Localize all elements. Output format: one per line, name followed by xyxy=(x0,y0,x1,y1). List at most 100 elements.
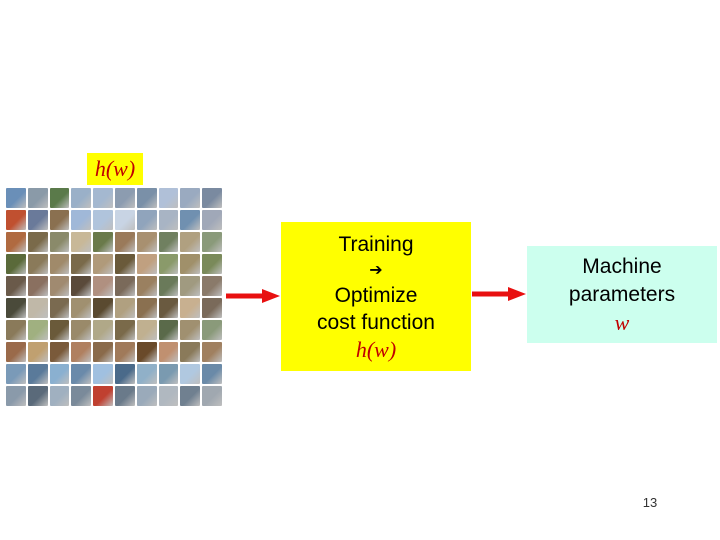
dataset-thumbnail xyxy=(49,188,70,208)
dataset-thumbnail xyxy=(49,298,70,318)
dataset-thumbnail xyxy=(114,276,135,296)
optimize-label: Optimize xyxy=(334,283,418,307)
dataset-thumbnail xyxy=(93,386,113,406)
dataset-thumbnail xyxy=(27,254,48,274)
dataset-thumbnail xyxy=(49,386,70,406)
dataset-thumbnail xyxy=(158,276,179,296)
dataset-thumbnail xyxy=(202,210,222,230)
page-number: 13 xyxy=(642,495,658,510)
dataset-thumbnail xyxy=(114,254,135,274)
dataset-thumbnail xyxy=(6,254,26,274)
dataset-thumbnail xyxy=(136,342,157,362)
dataset-thumbnail xyxy=(180,232,201,252)
dataset-thumbnail xyxy=(49,210,70,230)
dataset-thumbnail xyxy=(27,210,48,230)
dataset-thumbnail xyxy=(93,210,113,230)
dataset-thumbnail xyxy=(27,276,48,296)
dataset-thumbnail xyxy=(27,320,48,340)
dataset-thumbnail xyxy=(114,188,135,208)
dataset-thumbnail xyxy=(202,320,222,340)
dataset-thumbnail xyxy=(93,188,113,208)
dataset-thumbnail xyxy=(49,232,70,252)
dataset-thumbnail xyxy=(6,364,26,384)
dataset-thumbnail xyxy=(136,386,157,406)
dataset-thumbnail xyxy=(158,364,179,384)
input-cost-label: h(w) xyxy=(87,153,143,185)
dataset-thumbnail xyxy=(202,364,222,384)
training-dataset-image-grid xyxy=(6,188,222,406)
dataset-thumbnail xyxy=(71,210,92,230)
cost-function-symbol: h(w) xyxy=(355,336,397,362)
dataset-thumbnail xyxy=(180,298,201,318)
dataset-thumbnail xyxy=(27,342,48,362)
dataset-thumbnail xyxy=(180,276,201,296)
dataset-thumbnail xyxy=(93,364,113,384)
dataset-thumbnail xyxy=(71,254,92,274)
dataset-thumbnail xyxy=(202,342,222,362)
dataset-thumbnail xyxy=(6,188,26,208)
dataset-thumbnail xyxy=(6,320,26,340)
dataset-thumbnail xyxy=(158,298,179,318)
dataset-thumbnail xyxy=(180,320,201,340)
input-cost-label-text: h(w) xyxy=(94,156,136,181)
dataset-thumbnail xyxy=(49,364,70,384)
dataset-thumbnail xyxy=(180,210,201,230)
dataset-thumbnail xyxy=(180,342,201,362)
dataset-thumbnail xyxy=(49,276,70,296)
parameters-label: parameters xyxy=(568,282,676,306)
dataset-thumbnail xyxy=(114,386,135,406)
dataset-thumbnail xyxy=(136,320,157,340)
dataset-thumbnail xyxy=(136,210,157,230)
dataset-thumbnail xyxy=(93,320,113,340)
dataset-thumbnail xyxy=(158,342,179,362)
dataset-thumbnail xyxy=(158,254,179,274)
dataset-thumbnail xyxy=(158,210,179,230)
dataset-thumbnail xyxy=(71,386,92,406)
dataset-thumbnail xyxy=(180,364,201,384)
dataset-thumbnail xyxy=(180,386,201,406)
dataset-thumbnail xyxy=(6,298,26,318)
dataset-thumbnail xyxy=(202,232,222,252)
machine-label: Machine xyxy=(582,254,662,278)
dataset-thumbnail xyxy=(6,232,26,252)
dataset-thumbnail xyxy=(93,298,113,318)
dataset-thumbnail xyxy=(27,298,48,318)
dataset-thumbnail xyxy=(6,210,26,230)
dataset-thumbnail xyxy=(114,298,135,318)
dataset-thumbnail xyxy=(71,188,92,208)
dataset-thumbnail xyxy=(136,276,157,296)
dataset-thumbnail xyxy=(114,342,135,362)
dataset-thumbnail xyxy=(202,298,222,318)
dataset-to-training-arrow xyxy=(226,288,280,304)
dataset-thumbnail xyxy=(49,254,70,274)
dataset-thumbnail xyxy=(202,254,222,274)
machine-parameters-box: Machine parameters w xyxy=(527,246,717,343)
dataset-thumbnail xyxy=(71,342,92,362)
dataset-thumbnail xyxy=(136,188,157,208)
dataset-thumbnail xyxy=(202,276,222,296)
parameter-symbol: w xyxy=(614,309,630,335)
dataset-thumbnail xyxy=(71,298,92,318)
dataset-thumbnail xyxy=(158,232,179,252)
dataset-thumbnail xyxy=(180,188,201,208)
dataset-thumbnail xyxy=(27,232,48,252)
dataset-thumbnail xyxy=(158,188,179,208)
training-to-parameters-arrow xyxy=(472,286,526,302)
dataset-thumbnail xyxy=(71,232,92,252)
dataset-thumbnail xyxy=(114,320,135,340)
dataset-thumbnail xyxy=(6,342,26,362)
dataset-thumbnail xyxy=(114,232,135,252)
dataset-thumbnail xyxy=(93,232,113,252)
dataset-thumbnail xyxy=(49,342,70,362)
dataset-thumbnail xyxy=(202,386,222,406)
training-box: Training ➔ Optimize cost function h(w) xyxy=(281,222,471,371)
dataset-thumbnail xyxy=(136,364,157,384)
cost-function-label: cost function xyxy=(317,310,435,334)
dataset-thumbnail xyxy=(71,364,92,384)
dataset-thumbnail xyxy=(27,188,48,208)
dataset-thumbnail xyxy=(180,254,201,274)
dataset-thumbnail xyxy=(136,298,157,318)
dataset-thumbnail xyxy=(6,386,26,406)
dataset-thumbnail xyxy=(136,254,157,274)
dataset-thumbnail xyxy=(93,276,113,296)
